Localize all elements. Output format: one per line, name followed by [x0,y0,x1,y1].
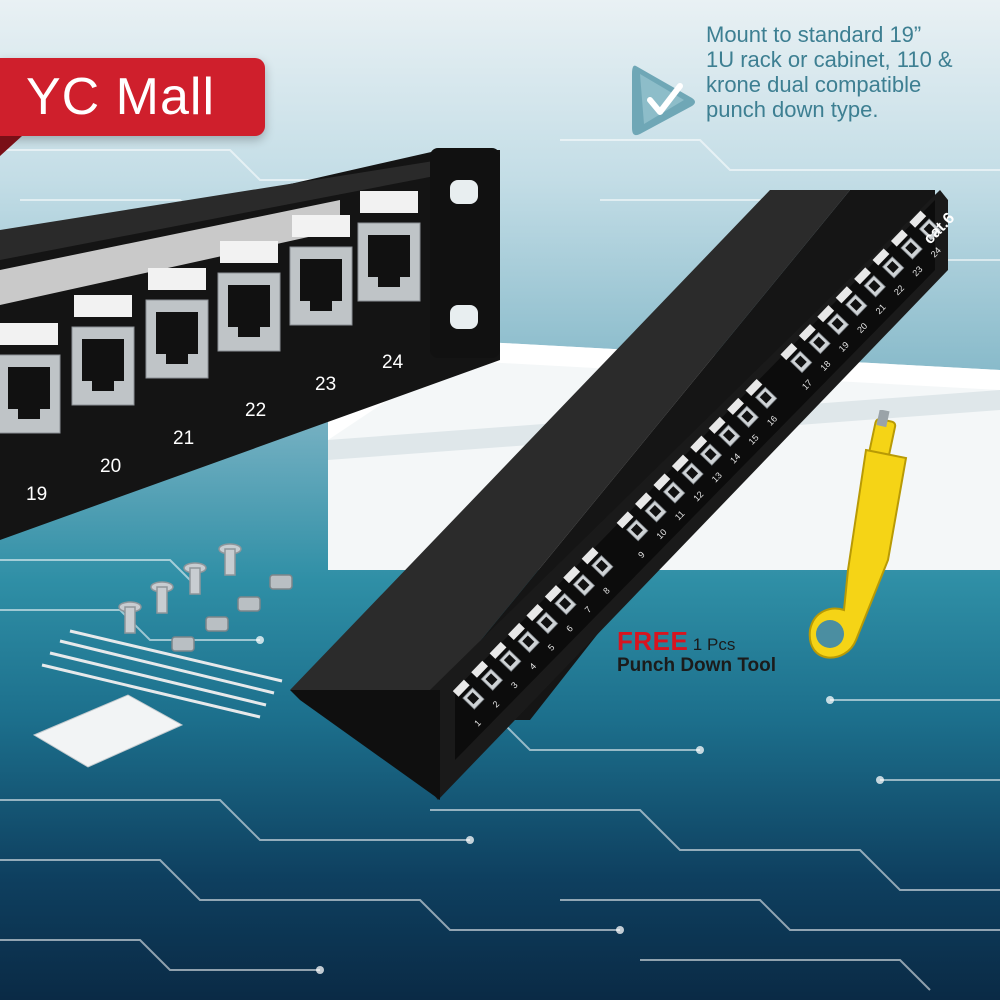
rj45-jack-icon [616,511,649,542]
rj45-jack-icon [817,305,850,336]
main-port-number: 8 [601,585,612,596]
feature-line: Mount to standard 19” [706,22,922,47]
rj45-jack-icon [798,324,831,355]
left-port-number: 23 [315,374,336,395]
main-port-number: 22 [892,283,906,297]
main-port-number: 20 [855,321,869,335]
rj45-jack-icon [71,295,135,406]
left-port-number: 21 [173,428,194,449]
rj45-jack-icon [544,585,577,616]
main-port-number: 15 [747,432,761,446]
main-port-number: 17 [800,378,814,392]
left-port-numbers: 19 20 21 22 23 24 [26,352,404,505]
accessory-kit [32,543,293,768]
free-label: FREE [617,626,689,656]
rj45-jack-icon [872,248,905,279]
rj45-jack-icon [452,679,485,710]
feature-description: Mount to standard 19” 1U rack or cabinet… [706,22,996,122]
main-port-number: 1 [472,718,483,729]
rj45-jack-icon [671,454,704,485]
rj45-jack-icon [854,267,886,298]
main-port-number: 10 [655,527,669,541]
cable-tie-icon [41,629,283,719]
main-port-number: 7 [583,604,594,615]
rj45-jack-icon [745,378,778,410]
rj45-jack-icon [635,492,667,523]
left-closeup-panel: 19 20 21 22 23 24 [0,148,500,540]
rj45-jack-icon [727,397,759,428]
main-port-number: 13 [710,470,724,484]
main-port-number: 12 [691,489,705,503]
rj45-jack-icon [289,215,353,326]
main-port-number: 2 [491,699,502,710]
main-port-number: 16 [765,414,779,428]
feature-line: krone dual compatible [706,72,922,97]
screw-icon [118,543,242,634]
rj45-jack-icon [708,416,741,447]
rj45-jack-icon [909,210,942,241]
main-patch-panel: cat.6 1234567891011121314151617181920212… [290,190,958,800]
rj45-jack-icon [471,660,504,691]
rj45-jack-icon [890,229,923,260]
main-port-number: 19 [837,340,851,354]
main-port-number: 14 [728,451,742,465]
brand-name: YC Mall [26,68,216,126]
brand-ribbon-fold [0,136,22,156]
left-port-number: 20 [100,456,121,477]
rj45-jack-icon [145,268,209,379]
rj45-jack-icon [563,566,596,597]
main-port-number: 3 [509,680,520,691]
main-port-number: 6 [564,623,575,634]
main-port-number: 21 [874,302,888,316]
rj45-jack-icon [653,473,686,504]
main-port-number: 24 [929,245,943,259]
rj45-jack-icon [835,286,868,317]
check-badge-icon [632,65,695,136]
free-item: Punch Down Tool [617,655,777,676]
cage-nut-icon [171,574,293,652]
feature-line: 1U rack or cabinet, 110 & [706,47,953,72]
rj45-jack-icon [526,603,559,635]
main-port-number: 5 [546,642,557,653]
free-offer-caption: FREE 1 Pcs Punch Down Tool [617,626,817,677]
rj45-jack-icon [581,547,614,578]
label-sheet-icon [32,694,184,768]
rj45-jack-icon [690,435,723,466]
brand-ribbon: YC Mall [0,58,265,136]
feature-line: punch down type. [706,97,879,122]
rj45-jack-icon [217,241,281,352]
rj45-jack-icon [508,622,540,653]
punch-down-tool [808,410,908,659]
free-quantity: 1 Pcs [692,635,736,654]
rj45-jack-icon [357,191,421,302]
main-port-number: 4 [527,661,538,672]
rj45-jack-icon [0,323,61,434]
left-port-number: 22 [245,400,266,421]
main-port-number: 9 [636,550,647,561]
rj45-jack-icon [489,641,522,672]
rj45-jack-icon [780,343,813,374]
main-port-number: 23 [910,264,924,278]
left-port-number: 24 [382,352,404,373]
left-port-number: 19 [26,484,47,505]
